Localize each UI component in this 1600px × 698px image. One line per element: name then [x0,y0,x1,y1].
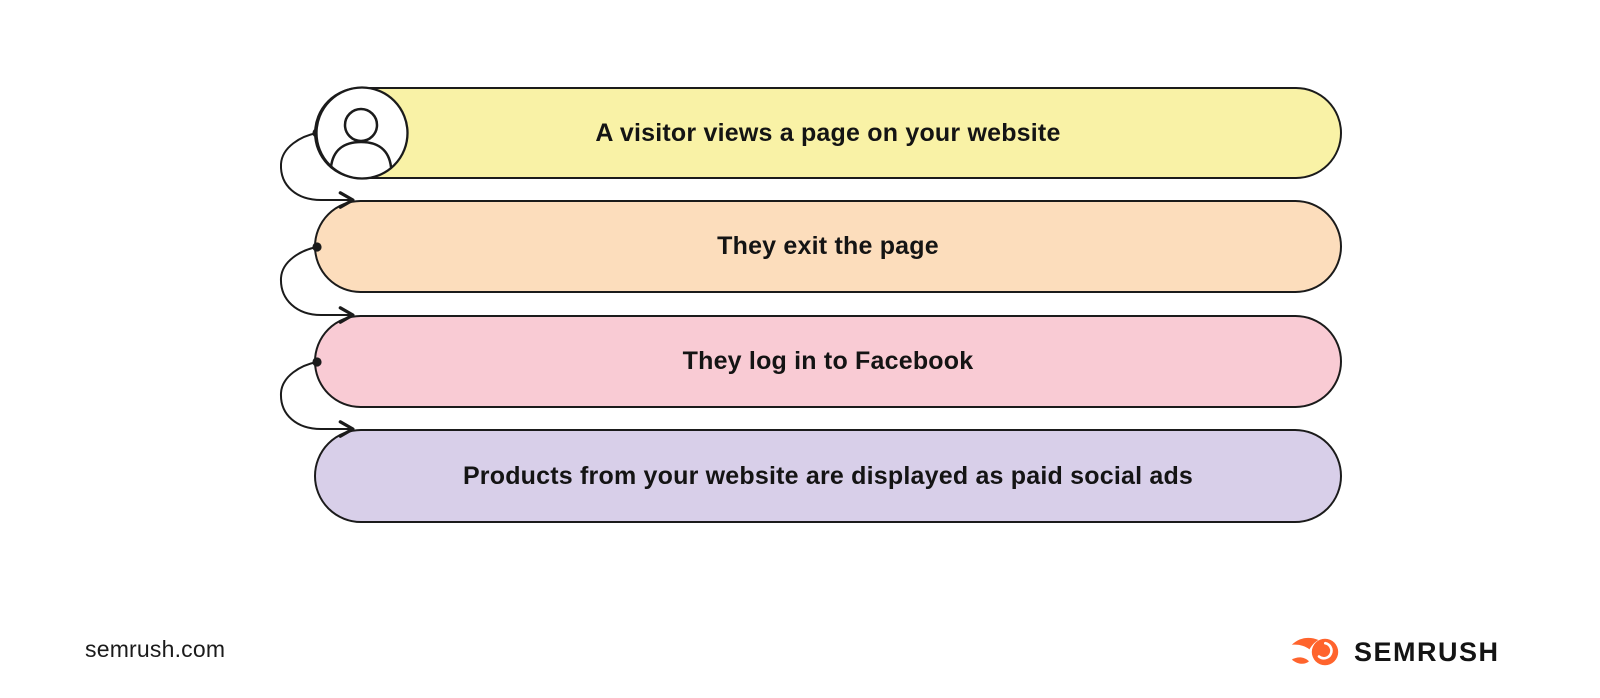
semrush-logo-text: SEMRUSH [1354,636,1500,667]
semrush-flame-icon [1291,637,1339,666]
step-label: Products from your website are displayed… [462,461,1194,490]
step-visitor-views-page: A visitor views a page on your website [314,87,1342,179]
step-login-facebook: They log in to Facebook [314,315,1342,408]
step-exit-page: They exit the page [314,200,1342,293]
semrush-logo: SEMRUSH [1291,635,1500,669]
site-url-label: semrush.com [85,636,226,662]
step-products-displayed-ads: Products from your website are displayed… [314,429,1342,523]
step-label: They exit the page [717,232,939,260]
step-label: They log in to Facebook [682,347,974,375]
step-label: A visitor views a page on your website [595,118,1061,147]
